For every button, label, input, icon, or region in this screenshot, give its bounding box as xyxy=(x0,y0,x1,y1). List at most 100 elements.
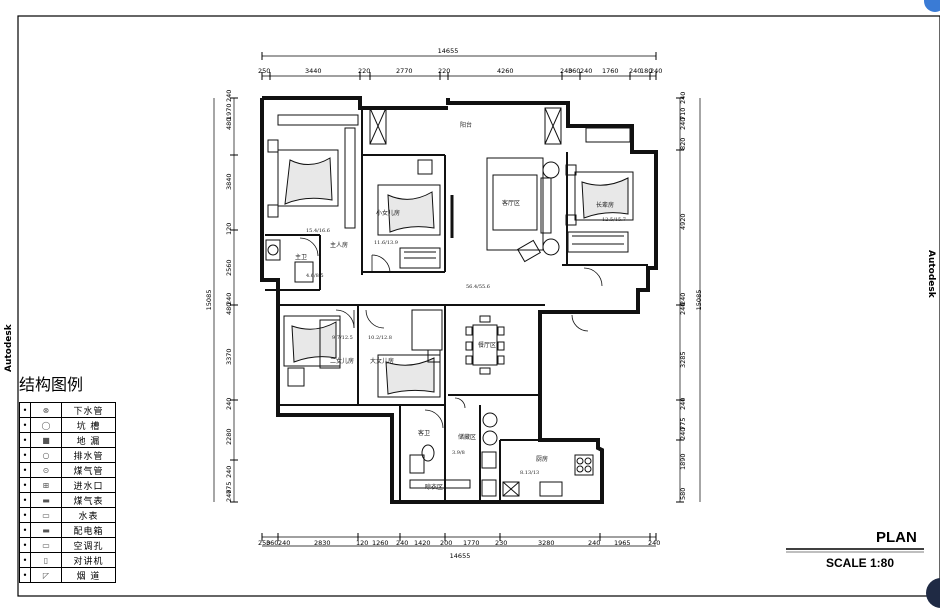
svg-text:240: 240 xyxy=(225,398,233,410)
legend-bullet: • xyxy=(19,447,31,463)
legend-row: •▭空调孔 xyxy=(19,537,116,553)
legend-symbol: ▭ xyxy=(30,537,62,553)
dimension-ticks xyxy=(230,52,684,541)
fixtures xyxy=(265,239,594,497)
legend-symbol: ▭ xyxy=(30,507,62,523)
svg-text:820: 820 xyxy=(679,138,687,150)
eldest-daughter-bed xyxy=(377,354,441,398)
legend-label: 下水管 xyxy=(61,402,116,418)
autodesk-right-label: Autodesk xyxy=(926,250,936,298)
legend-row: •⊞进水口 xyxy=(19,477,116,493)
legend-row: •▭水表 xyxy=(19,507,116,523)
legend-table: •⊗下水管•◯坑 槽•■地 漏•○排水管•⊙煤气管•⊞进水口•▬煤气表•▭水表•… xyxy=(19,402,116,583)
sheet-border xyxy=(17,15,940,597)
small-daughter-bed xyxy=(377,184,441,236)
svg-text:240: 240 xyxy=(225,293,233,305)
living-sofa xyxy=(450,157,560,263)
svg-text:3285: 3285 xyxy=(679,351,687,368)
legend-row: •◸烟 道 xyxy=(19,567,116,583)
autodesk-left-label: Autodesk xyxy=(4,324,14,372)
room-storage-area: 3.9/8 xyxy=(452,450,465,456)
legend-label: 坑 槽 xyxy=(61,417,116,433)
legend-title: 结构图例 xyxy=(19,375,84,394)
legend-row: •⊗下水管 xyxy=(19,402,116,418)
svg-text:3280: 3280 xyxy=(538,539,555,547)
svg-text:180: 180 xyxy=(640,67,652,75)
svg-text:240: 240 xyxy=(648,539,660,547)
exterior-walls xyxy=(260,96,658,504)
legend-bullet: • xyxy=(19,402,31,418)
room-eldest-daughter-area: 10.2/12.8 xyxy=(368,335,392,341)
svg-text:230: 230 xyxy=(495,539,507,547)
legend-bullet: • xyxy=(19,567,31,583)
room-elder: 长辈房 xyxy=(596,202,615,209)
svg-text:240: 240 xyxy=(225,490,233,502)
room-public-area: 56.4/55.6 xyxy=(466,284,490,290)
svg-text:240: 240 xyxy=(679,398,687,410)
room-eldest-daughter: 大女儿房 xyxy=(370,358,395,365)
svg-text:240: 240 xyxy=(580,67,592,75)
legend-bullet: • xyxy=(19,537,31,553)
svg-text:360: 360 xyxy=(266,539,278,547)
legend-bullet: • xyxy=(19,522,31,538)
legend-row: •◯坑 槽 xyxy=(19,417,116,433)
scale-label: SCALE 1:80 xyxy=(826,556,895,570)
svg-text:710: 710 xyxy=(679,108,687,120)
dimension-lines xyxy=(213,55,701,547)
legend-symbol: ■ xyxy=(30,432,62,448)
svg-text:2770: 2770 xyxy=(396,67,413,75)
svg-text:1260: 1260 xyxy=(372,539,389,547)
room-laundry: 晾衣区 xyxy=(425,484,444,491)
legend-bullet: • xyxy=(19,492,31,508)
svg-text:120: 120 xyxy=(356,539,368,547)
svg-text:240: 240 xyxy=(225,466,233,478)
legend-bullet: • xyxy=(19,462,31,478)
legend-symbol: ○ xyxy=(30,447,62,463)
windows xyxy=(277,107,631,229)
legend-label: 烟 道 xyxy=(61,567,116,583)
room-small-daughter-area: 11.6/13.9 xyxy=(374,240,398,246)
svg-text:240: 240 xyxy=(396,539,408,547)
legend-label: 进水口 xyxy=(61,477,116,493)
svg-text:480: 480 xyxy=(225,303,233,315)
svg-text:2280: 2280 xyxy=(225,428,233,445)
wardrobes xyxy=(287,231,629,387)
legend-label: 空调孔 xyxy=(61,537,116,553)
legend-symbol: ◯ xyxy=(30,417,62,433)
room-small-daughter: 小女儿房 xyxy=(376,210,401,217)
legend-symbol: ⊗ xyxy=(30,402,62,418)
svg-text:120: 120 xyxy=(225,223,233,235)
room-master: 主人房 xyxy=(330,242,349,249)
svg-text:240: 240 xyxy=(650,67,662,75)
svg-text:1890: 1890 xyxy=(679,453,687,470)
svg-text:3840: 3840 xyxy=(225,173,233,190)
svg-text:15085: 15085 xyxy=(695,290,703,311)
svg-text:250: 250 xyxy=(258,67,270,75)
room-guest-bath: 客卫 xyxy=(418,430,431,437)
top-total-dim: 14655 xyxy=(438,47,459,55)
svg-text:240: 240 xyxy=(679,293,687,305)
legend-bullet: • xyxy=(19,507,31,523)
svg-text:240: 240 xyxy=(225,90,233,102)
legend-row: •▯对讲机 xyxy=(19,552,116,568)
help-bubble-icon[interactable] xyxy=(926,578,940,608)
svg-text:360: 360 xyxy=(568,67,580,75)
room-master-bath: 主卫 xyxy=(295,254,308,261)
legend-bullet: • xyxy=(19,432,31,448)
doors xyxy=(299,237,603,429)
svg-text:240: 240 xyxy=(679,303,687,315)
room-balcony: 阳台 xyxy=(460,122,473,129)
beds xyxy=(267,139,634,398)
room-master-area: 15.4/16.6 xyxy=(306,228,330,234)
svg-text:3440: 3440 xyxy=(305,67,322,75)
svg-text:15085: 15085 xyxy=(205,290,213,311)
svg-text:2830: 2830 xyxy=(314,539,331,547)
svg-text:2560: 2560 xyxy=(225,259,233,276)
legend-label: 水表 xyxy=(61,507,116,523)
legend-row: •▬煤气表 xyxy=(19,492,116,508)
right-dims: 15085 240 710 240 820 4920 240 240 3285 … xyxy=(679,92,703,500)
room-dining: 餐厅区 xyxy=(478,342,497,349)
dining-table xyxy=(465,315,505,375)
left-dims: 15085 240 1970 480 3840 120 2560 240 480… xyxy=(205,90,233,502)
legend-label: 配电箱 xyxy=(61,522,116,538)
